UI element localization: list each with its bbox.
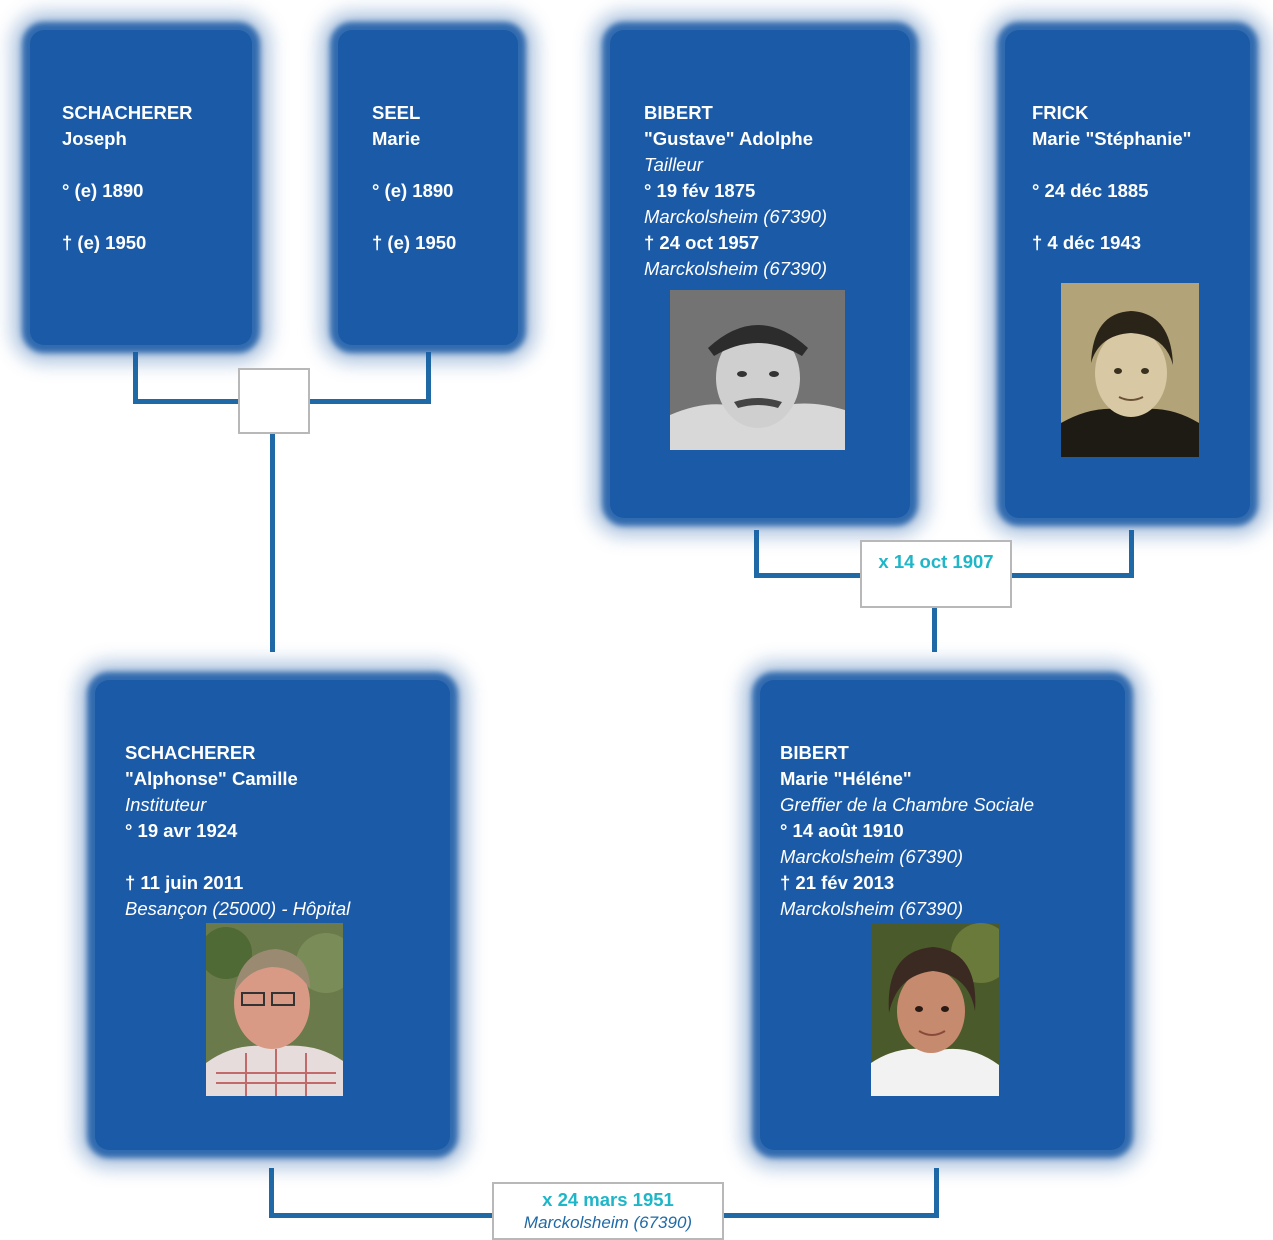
given-names: "Alphonse" Camille xyxy=(125,768,298,789)
surname: SEEL xyxy=(372,102,421,123)
marriage-place: Marckolsheim (67390) xyxy=(523,1213,693,1232)
person-info: SEEL Marie ° (e) 1890 † (e) 1950 xyxy=(372,100,456,256)
connector-line xyxy=(932,607,937,652)
connector-line xyxy=(934,1168,939,1218)
death-place: Besançon (25000) - Hôpital xyxy=(125,898,351,919)
occupation: Greffier de la Chambre Sociale xyxy=(780,794,1034,815)
connector-line xyxy=(1129,530,1134,578)
person-info: SCHACHERER Joseph ° (e) 1890 † (e) 1950 xyxy=(62,100,193,256)
person-info: BIBERT "Gustave" Adolphe Tailleur ° 19 f… xyxy=(644,100,827,282)
given-names: Joseph xyxy=(62,128,127,149)
death-date: † 21 fév 2013 xyxy=(780,872,895,893)
death-date: † (e) 1950 xyxy=(62,232,147,253)
person-card-schacherer-joseph[interactable] xyxy=(30,30,252,345)
marriage-box-schacherer-seel[interactable] xyxy=(238,368,310,434)
portrait-photo[interactable] xyxy=(1061,283,1199,457)
connector-line xyxy=(133,352,138,404)
birth-date: ° (e) 1890 xyxy=(62,180,144,201)
birth-date: ° 19 avr 1924 xyxy=(125,820,238,841)
person-info: SCHACHERER "Alphonse" Camille Instituteu… xyxy=(125,740,350,922)
birth-place: Marckolsheim (67390) xyxy=(780,846,964,867)
connector-line xyxy=(426,352,431,404)
marriage-date: x 14 oct 1907 xyxy=(878,551,994,572)
given-names: "Gustave" Adolphe xyxy=(644,128,813,149)
death-date: † 4 déc 1943 xyxy=(1032,232,1142,253)
occupation: Instituteur xyxy=(125,794,207,815)
surname: SCHACHERER xyxy=(62,102,193,123)
connector-line xyxy=(754,530,759,578)
given-names: Marie "Stéphanie" xyxy=(1032,128,1192,149)
portrait-photo[interactable] xyxy=(670,290,845,450)
person-info: FRICK Marie "Stéphanie" ° 24 déc 1885 † … xyxy=(1032,100,1191,256)
connector-line xyxy=(269,1168,274,1218)
death-place: Marckolsheim (67390) xyxy=(780,898,964,919)
marriage-date: x 24 mars 1951 xyxy=(542,1189,674,1210)
birth-date: ° 14 août 1910 xyxy=(780,820,904,841)
surname: BIBERT xyxy=(780,742,849,763)
person-info: BIBERT Marie "Héléne" Greffier de la Cha… xyxy=(780,740,1034,922)
connector-line xyxy=(270,432,275,652)
marriage-box-schacherer-bibert[interactable]: x 24 mars 1951 Marckolsheim (67390) xyxy=(492,1182,724,1240)
birth-date: ° 24 déc 1885 xyxy=(1032,180,1149,201)
portrait-photo[interactable] xyxy=(871,923,999,1096)
death-date: † (e) 1950 xyxy=(372,232,457,253)
death-date: † 11 juin 2011 xyxy=(125,872,244,893)
death-place: Marckolsheim (67390) xyxy=(644,258,828,279)
given-names: Marie xyxy=(372,128,421,149)
portrait-photo[interactable] xyxy=(206,923,343,1096)
given-names: Marie "Héléne" xyxy=(780,768,912,789)
person-card-seel-marie[interactable] xyxy=(338,30,518,345)
surname: FRICK xyxy=(1032,102,1089,123)
occupation: Tailleur xyxy=(644,154,703,175)
surname: SCHACHERER xyxy=(125,742,256,763)
birth-date: ° 19 fév 1875 xyxy=(644,180,756,201)
birth-date: ° (e) 1890 xyxy=(372,180,454,201)
surname: BIBERT xyxy=(644,102,713,123)
death-date: † 24 oct 1957 xyxy=(644,232,760,253)
marriage-box-bibert-frick[interactable]: x 14 oct 1907 xyxy=(860,540,1012,608)
birth-place: Marckolsheim (67390) xyxy=(644,206,828,227)
